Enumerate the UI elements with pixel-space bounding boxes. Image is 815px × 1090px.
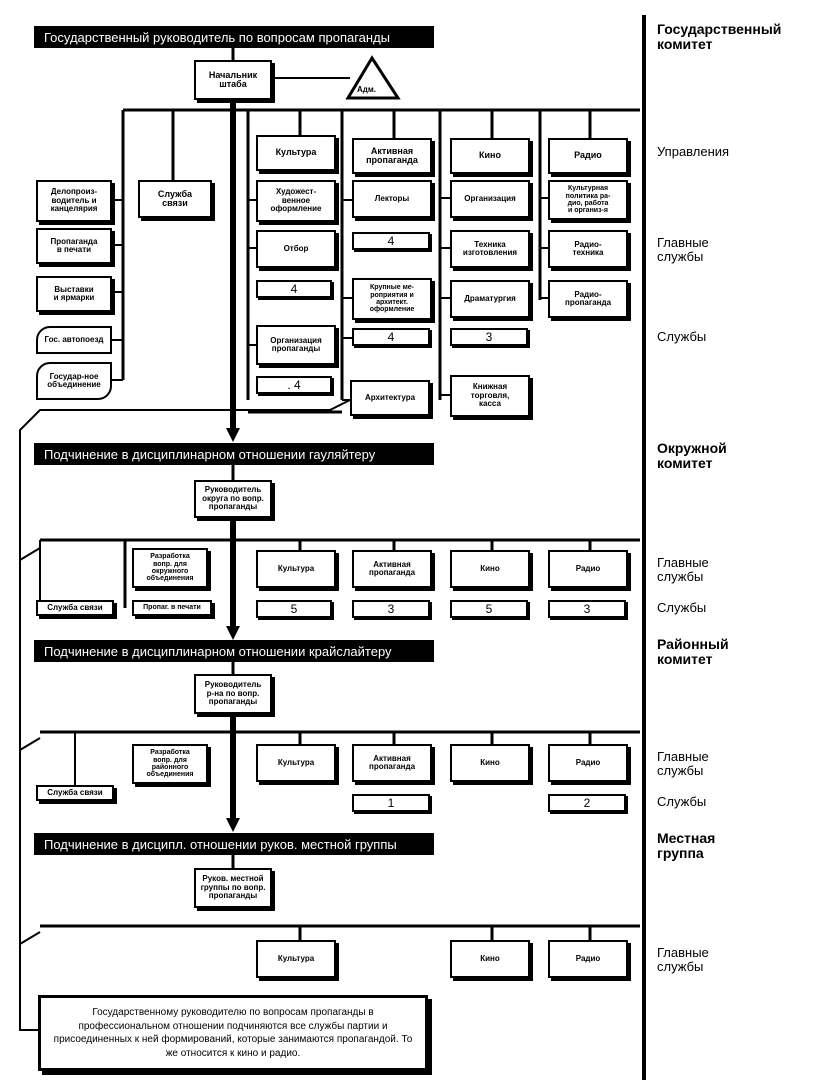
district-communication-box: Служба связи xyxy=(36,600,114,616)
region-radio-count: 2 xyxy=(548,794,626,812)
adm-label: Адм. xyxy=(357,85,376,94)
cinema-dramaturgy-box: Драматургия xyxy=(450,280,530,318)
adm-triangle xyxy=(345,55,401,100)
section-cinema-box: Кино xyxy=(450,138,530,174)
left-service-autotrain-box: Гос. автопоезд xyxy=(36,326,112,354)
radio-propaganda-box: Радио- пропаганда xyxy=(548,280,628,318)
region-communication-box: Служба связи xyxy=(36,785,114,801)
region-head-box: Руководитель р-на по вопр. пропаганды xyxy=(194,674,272,714)
cinema-dramaturgy-count: 3 xyxy=(450,328,528,346)
district-radio-box: Радио xyxy=(548,550,628,588)
culture-selection-box: Отбор xyxy=(256,230,336,268)
level-main1-label: Главные службы xyxy=(657,235,709,265)
level-main2-label: Главные службы xyxy=(657,555,709,585)
district-cinema-count: 5 xyxy=(450,600,528,618)
section-culture-box: Культура xyxy=(256,135,336,171)
active-lecturers-count: 4 xyxy=(352,232,430,250)
level-services1-label: Службы xyxy=(657,329,707,344)
level-main3-label: Главные службы xyxy=(657,749,709,779)
culture-organization-count: . 4 xyxy=(256,376,332,394)
cinema-production-box: Техника изготовления xyxy=(450,230,530,268)
level-region-label: Районный комитет xyxy=(657,636,729,667)
culture-organization-box: Организация пропаганды xyxy=(256,325,336,365)
active-events-count: 4 xyxy=(352,328,430,346)
communication-service-box: Служба связи xyxy=(138,180,212,218)
active-events-box: Крупные ме- роприятия и архитект. оформл… xyxy=(352,278,432,320)
footnote-box: Государственному руководителю по вопроса… xyxy=(38,995,428,1071)
level-state-label: Государственный комитет xyxy=(657,21,782,52)
radio-technology-box: Радио- техника xyxy=(548,230,628,268)
culture-art-design-box: Художест- венное оформление xyxy=(256,180,336,222)
cinema-organization-box: Организация xyxy=(450,180,530,218)
state-band: Государственный руководитель по вопросам… xyxy=(34,26,434,48)
local-radio-box: Радио xyxy=(548,940,628,978)
district-press-box: Пропаг. в печати xyxy=(132,600,212,616)
district-head-box: Руководитель округа по вопр. пропаганды xyxy=(194,480,272,518)
region-band: Подчинение в дисциплинарном отношении кр… xyxy=(34,640,434,662)
region-active-box: Активная пропаганда xyxy=(352,744,432,782)
chief-of-staff-box: Начальник штаба xyxy=(194,60,272,100)
district-culture-box: Культура xyxy=(256,550,336,588)
cinema-bookstore-box: Книжная торговля, касса xyxy=(450,375,530,417)
level-departments-label: Управления xyxy=(657,144,730,159)
district-band: Подчинение в дисциплинарном отношении га… xyxy=(34,443,434,465)
local-head-box: Руков. местной группы по вопр. пропаганд… xyxy=(194,868,272,908)
district-development-box: Разработка вопр. для окружного объединен… xyxy=(132,548,208,588)
left-service-office-box: Делопроиз- водитель и канцелярия xyxy=(36,180,112,222)
active-lecturers-box: Лекторы xyxy=(352,180,432,218)
district-active-count: 3 xyxy=(352,600,430,618)
radio-policy-box: Культурная политика ра- дио, работа и ор… xyxy=(548,180,628,220)
level-district-label: Окружной комитет xyxy=(657,440,727,471)
left-service-press-box: Пропаганда в печати xyxy=(36,228,112,264)
local-band: Подчинение в дисципл. отношении руков. м… xyxy=(34,833,434,855)
district-active-box: Активная пропаганда xyxy=(352,550,432,588)
region-radio-box: Радио xyxy=(548,744,628,782)
section-radio-box: Радио xyxy=(548,138,628,174)
left-service-exhibitions-box: Выставки и ярмарки xyxy=(36,276,112,312)
level-services2-label: Службы xyxy=(657,600,707,615)
district-radio-count: 3 xyxy=(548,600,626,618)
level-services3-label: Службы xyxy=(657,794,707,809)
district-cinema-box: Кино xyxy=(450,550,530,588)
level-main4-label: Главные службы xyxy=(657,945,709,975)
region-development-box: Разработка вопр. для районного объединен… xyxy=(132,744,208,784)
architecture-box: Архитектура xyxy=(350,380,430,416)
culture-selection-count: 4 xyxy=(256,280,332,298)
region-active-count: 1 xyxy=(352,794,430,812)
left-service-association-box: Государ-ное объединение xyxy=(36,362,112,400)
region-culture-box: Культура xyxy=(256,744,336,782)
district-culture-count: 5 xyxy=(256,600,332,618)
section-active-box: Активная пропаганда xyxy=(352,138,432,174)
local-culture-box: Культура xyxy=(256,940,336,978)
region-cinema-box: Кино xyxy=(450,744,530,782)
local-cinema-box: Кино xyxy=(450,940,530,978)
level-local-label: Местная группа xyxy=(657,830,716,861)
